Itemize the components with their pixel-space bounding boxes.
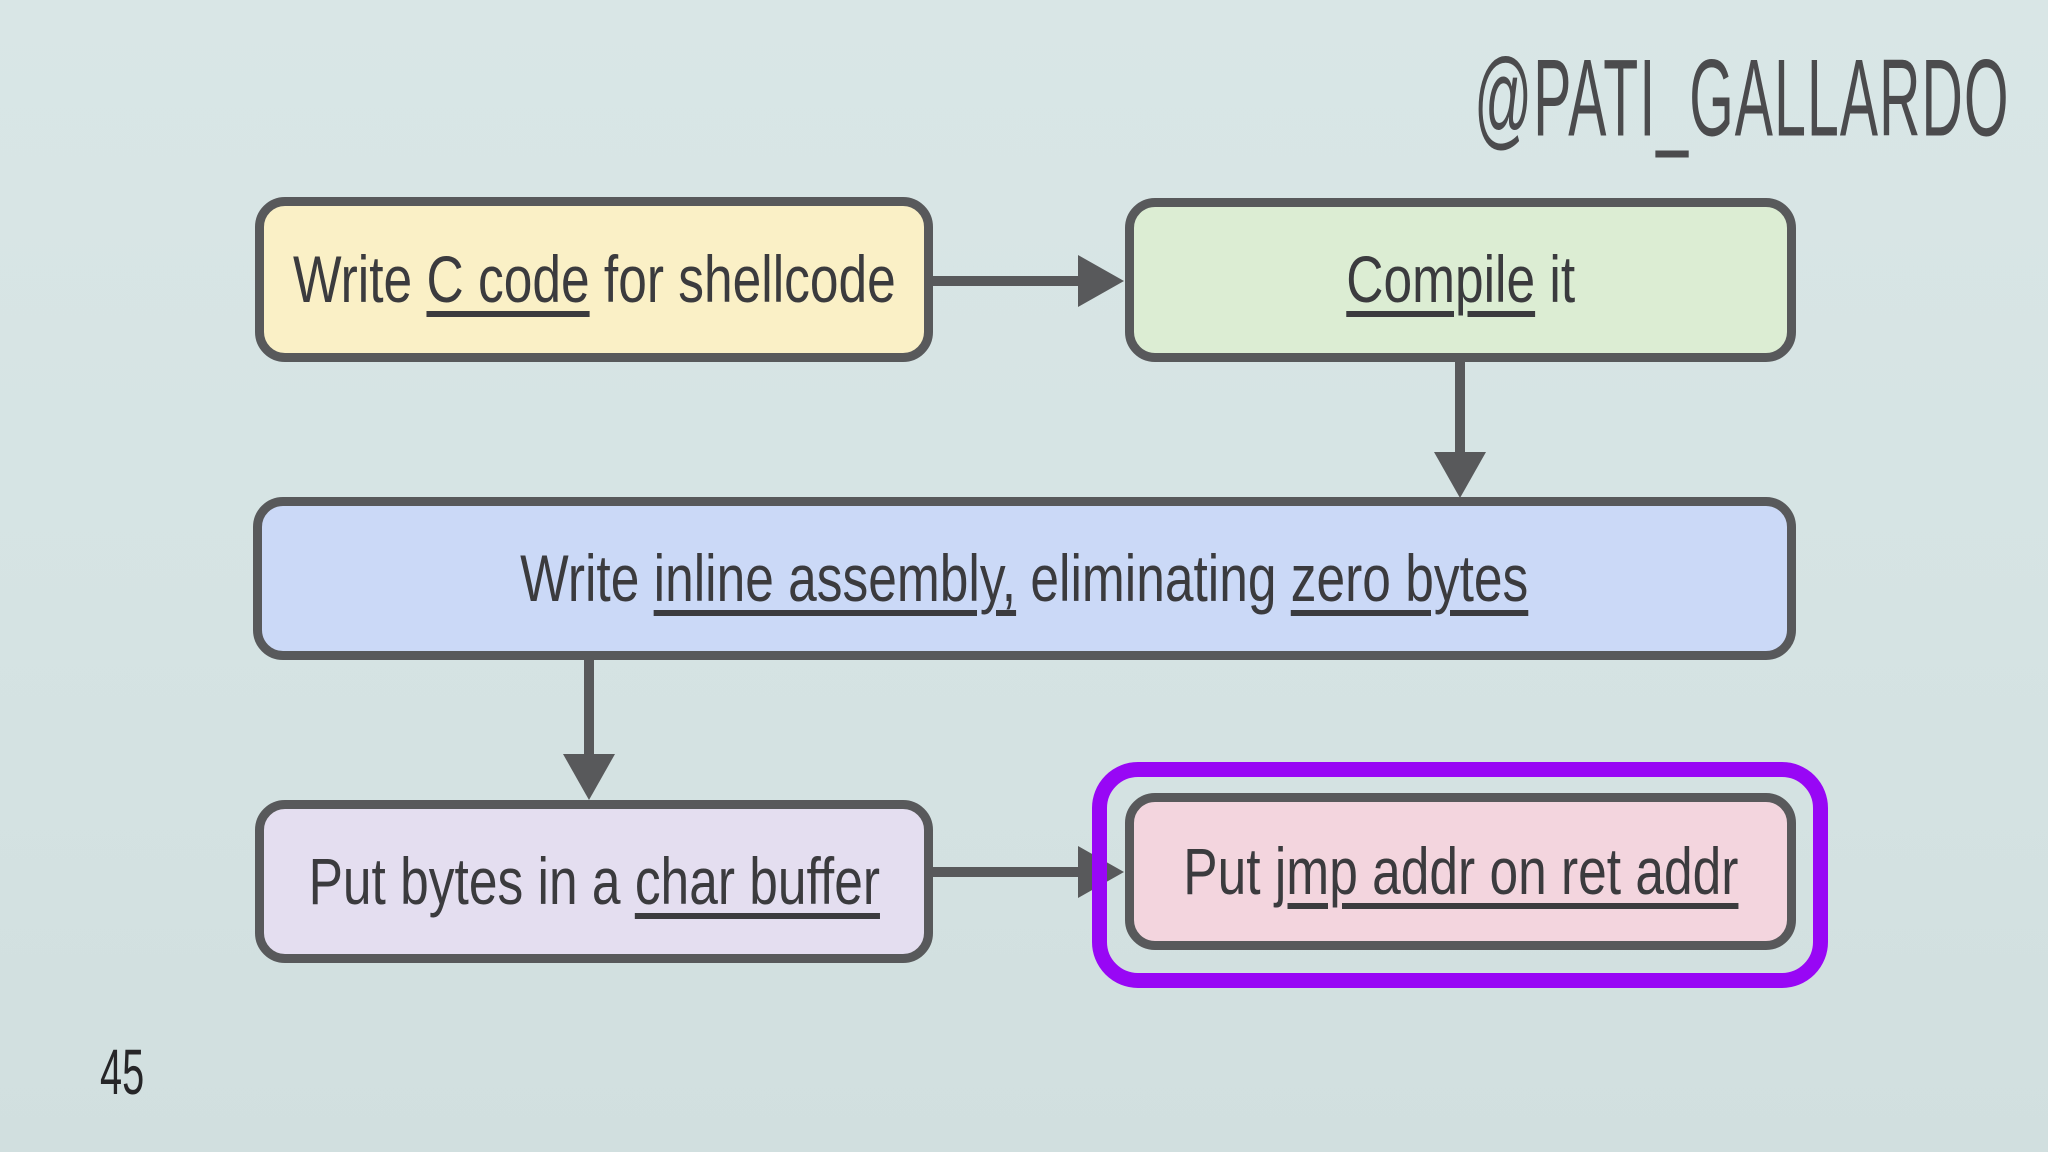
arrow-shaft xyxy=(933,867,1078,877)
arrow-head-icon xyxy=(1078,255,1124,307)
node-label: Put bytes in a char buffer xyxy=(308,843,880,918)
node-label: Compile it xyxy=(1346,242,1575,317)
node-label: Write C code for shellcode xyxy=(292,241,896,316)
flow-node-char-buffer: Put bytes in a char buffer xyxy=(255,800,933,963)
arrow-shaft xyxy=(584,660,594,756)
arrow-head-icon xyxy=(563,754,615,800)
flow-node-write-c-code: Write C code for shellcode xyxy=(255,197,933,362)
node-label: Put jmp addr on ret addr xyxy=(1182,833,1739,908)
arrow-shaft xyxy=(933,276,1078,286)
arrow-shaft xyxy=(1455,362,1465,454)
node-label: Write inline assembly, eliminating zero … xyxy=(520,540,1529,615)
flow-node-compile-it: Compile it xyxy=(1125,198,1796,362)
flow-node-jmp-addr: Put jmp addr on ret addr xyxy=(1125,793,1796,950)
page-number: 45 xyxy=(100,1036,145,1108)
flow-node-inline-assembly: Write inline assembly, eliminating zero … xyxy=(253,497,1796,660)
arrow-head-icon xyxy=(1434,452,1486,498)
author-watermark: @PATI_GALLARDO xyxy=(1474,37,2010,160)
highlight-ring xyxy=(1092,762,1828,988)
